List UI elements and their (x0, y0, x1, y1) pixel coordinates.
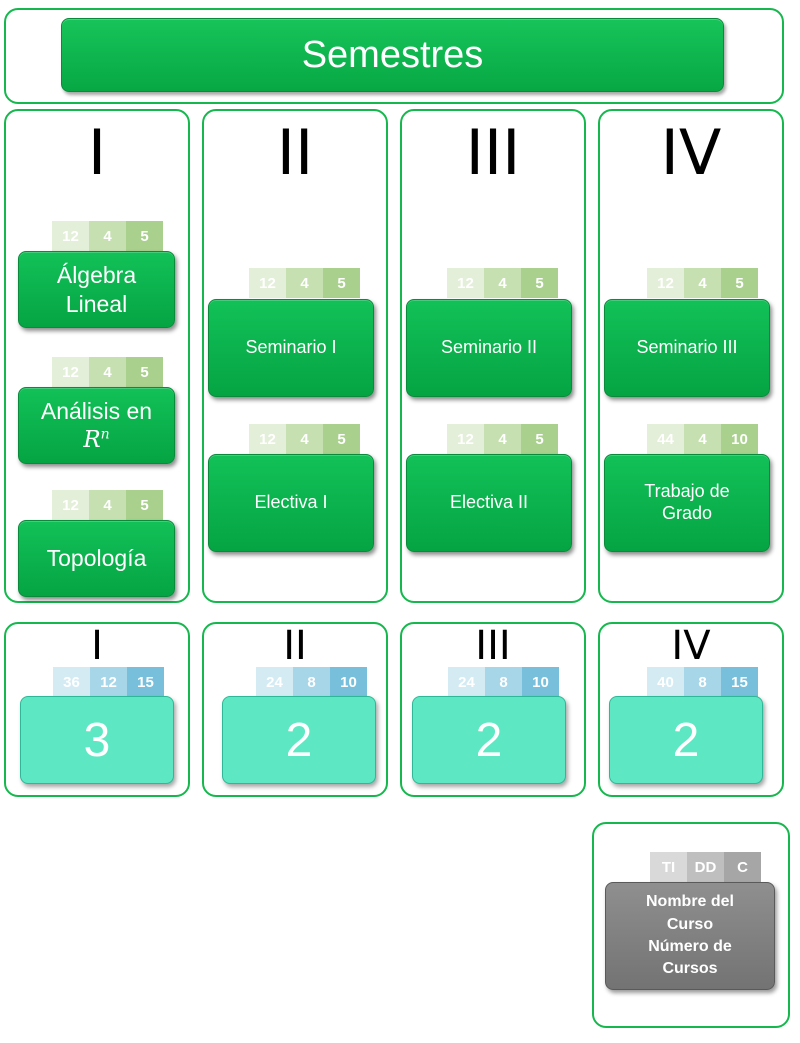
course-name: Seminario II (440, 337, 538, 358)
dd-total: 12 (90, 667, 127, 697)
c-value: 5 (323, 268, 360, 298)
course-box: Seminario III (604, 299, 770, 397)
course-name: Lineal (65, 290, 128, 317)
page-title: Semestres (61, 18, 724, 92)
c-total: 10 (330, 667, 367, 697)
course-count: 2 (609, 696, 763, 784)
summary-credits-tag: 24 8 10 (448, 667, 559, 697)
dd-total: 8 (684, 667, 721, 697)
ti-value: 44 (647, 424, 684, 454)
dd-value: 4 (89, 357, 126, 387)
ti-value: 12 (447, 424, 484, 454)
course-name: Topología (46, 545, 147, 572)
course-name: Trabajo de (644, 481, 730, 502)
course-box: Electiva II (406, 454, 572, 552)
dd-total: 8 (293, 667, 330, 697)
course-count: 2 (222, 696, 376, 784)
course-box: Trabajo de Grado (604, 454, 770, 552)
summary-credits-tag: 40 8 15 (647, 667, 758, 697)
summary-numeral-2: II (283, 623, 307, 669)
math-exponent: n (100, 425, 110, 442)
dd-value: 4 (286, 268, 323, 298)
c-value: 5 (323, 424, 360, 454)
dd-value: 4 (684, 424, 721, 454)
ti-value: 12 (52, 490, 89, 520)
semester-numeral-2: II (276, 116, 314, 189)
legend-tag: TI DD C (650, 852, 761, 882)
semester-numeral-1: I (87, 116, 107, 189)
summary-numeral-3: III (475, 623, 511, 669)
legend-ti: TI (650, 852, 687, 882)
legend-dd: DD (687, 852, 724, 882)
course-credits-tag: 12 4 5 (52, 221, 163, 251)
course-credits-tag: 12 4 5 (647, 268, 758, 298)
ti-total: 24 (256, 667, 293, 697)
ti-value: 12 (447, 268, 484, 298)
course-credits-tag: 12 4 5 (249, 268, 360, 298)
c-value: 5 (521, 268, 558, 298)
legend-line: Cursos (662, 960, 718, 978)
dd-value: 4 (89, 221, 126, 251)
course-box: Topología (18, 520, 175, 597)
course-credits-tag: 12 4 5 (52, 357, 163, 387)
summary-numeral-1: I (91, 623, 103, 669)
course-name: Grado (661, 503, 713, 523)
course-name: Electiva II (449, 492, 529, 513)
dd-total: 8 (485, 667, 522, 697)
summary-numeral-4: IV (671, 623, 711, 669)
course-name: Seminario I (245, 337, 337, 358)
course-box: Análisis en Rn (18, 387, 175, 464)
c-total: 15 (127, 667, 164, 697)
dd-value: 4 (286, 424, 323, 454)
course-count: 2 (412, 696, 566, 784)
ti-value: 12 (52, 221, 89, 251)
course-credits-tag: 12 4 5 (52, 490, 163, 520)
course-box: Electiva I (208, 454, 374, 552)
course-box: Álgebra Lineal (18, 251, 175, 328)
legend-box: Nombre del Curso Número de Cursos (605, 882, 775, 990)
summary-credits-tag: 36 12 15 (53, 667, 164, 697)
dd-value: 4 (484, 424, 521, 454)
ti-value: 12 (52, 357, 89, 387)
ti-total: 40 (647, 667, 684, 697)
ti-total: 36 (53, 667, 90, 697)
legend-c: C (724, 852, 761, 882)
course-math-symbol: Rn (83, 426, 109, 454)
legend-line: Nombre del (645, 893, 734, 911)
course-name: Análisis en (40, 398, 153, 425)
legend-line: Número de (648, 938, 732, 955)
math-base: R (83, 426, 101, 453)
course-credits-tag: 12 4 5 (249, 424, 360, 454)
c-value: 5 (126, 357, 163, 387)
semester-numeral-3: III (465, 116, 521, 189)
c-value: 10 (721, 424, 758, 454)
course-name: Electiva I (254, 492, 328, 513)
course-credits-tag: 12 4 5 (447, 424, 558, 454)
dd-value: 4 (89, 490, 126, 520)
summary-credits-tag: 24 8 10 (256, 667, 367, 697)
c-total: 10 (522, 667, 559, 697)
course-box: Seminario II (406, 299, 572, 397)
course-credits-tag: 44 4 10 (647, 424, 758, 454)
course-name: Álgebra (56, 262, 137, 289)
ti-value: 12 (249, 424, 286, 454)
dd-value: 4 (684, 268, 721, 298)
legend-line: Curso (666, 915, 714, 933)
c-total: 15 (721, 667, 758, 697)
course-count: 3 (20, 696, 174, 784)
course-box: Seminario I (208, 299, 374, 397)
c-value: 5 (126, 490, 163, 520)
dd-value: 4 (484, 268, 521, 298)
ti-value: 12 (647, 268, 684, 298)
ti-value: 12 (249, 268, 286, 298)
c-value: 5 (721, 268, 758, 298)
course-credits-tag: 12 4 5 (447, 268, 558, 298)
c-value: 5 (521, 424, 558, 454)
semester-numeral-4: IV (660, 116, 722, 189)
c-value: 5 (126, 221, 163, 251)
course-name: Seminario III (636, 337, 738, 358)
ti-total: 24 (448, 667, 485, 697)
